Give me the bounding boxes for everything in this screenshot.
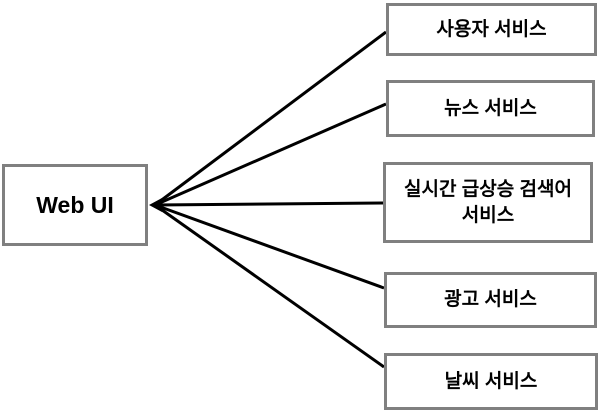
node-user-service-label: 사용자 서비스 <box>436 18 547 40</box>
node-trending-search-service-label: 실시간 급상승 검색어 서비스 <box>404 178 572 226</box>
node-ad-service-label: 광고 서비스 <box>444 289 537 311</box>
node-trending-search-service: 실시간 급상승 검색어 서비스 <box>383 162 593 243</box>
edge-web-ui-weather-service <box>154 203 385 369</box>
node-web-ui: Web UI <box>2 164 148 246</box>
node-web-ui-label: Web UI <box>36 191 114 218</box>
node-user-service: 사용자 서비스 <box>386 3 597 56</box>
node-news-service: 뉴스 서비스 <box>386 80 595 137</box>
arrowhead-at-web-ui-icon <box>149 198 162 212</box>
node-weather-service-label: 날씨 서비스 <box>444 370 538 392</box>
node-news-service-label: 뉴스 서비스 <box>444 97 537 119</box>
node-weather-service: 날씨 서비스 <box>384 353 598 410</box>
edge-web-ui-trending-search-service <box>154 201 384 207</box>
edge-web-ui-user-service <box>154 30 387 207</box>
node-ad-service: 광고 서비스 <box>384 272 597 328</box>
edge-web-ui-ad-service <box>154 203 385 290</box>
edge-web-ui-news-service <box>154 102 387 207</box>
